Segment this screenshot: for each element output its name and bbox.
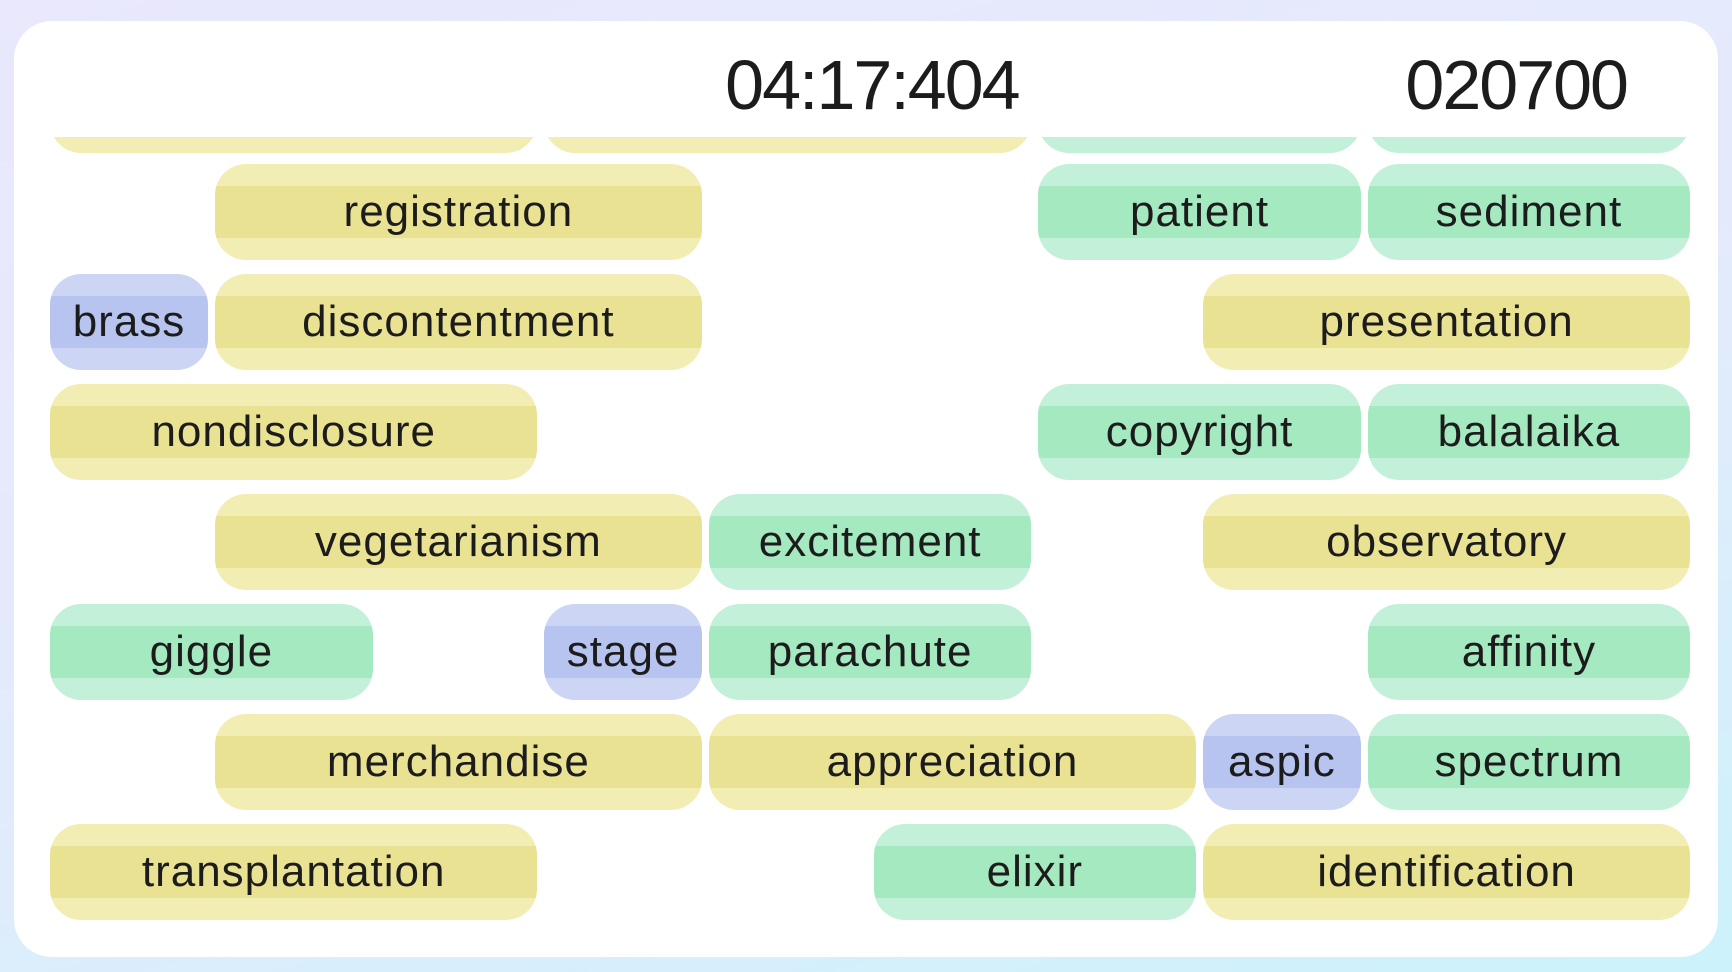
word-pill[interactable]	[1038, 137, 1361, 153]
word-pill-brass[interactable]: brass	[50, 274, 208, 370]
word-pill-stage[interactable]: stage	[544, 604, 703, 700]
word-pill-balalaika[interactable]: balalaika	[1367, 384, 1691, 480]
word-pill-transplantation[interactable]: transplantation	[50, 824, 538, 920]
word-pill-affinity[interactable]: affinity	[1367, 604, 1691, 700]
word-pill-spectrum[interactable]: spectrum	[1367, 714, 1691, 810]
word-pill-discontentment[interactable]: discontentment	[214, 274, 703, 370]
word-pill-appreciation[interactable]: appreciation	[708, 714, 1197, 810]
word-pill-registration[interactable]: registration	[214, 164, 703, 260]
word-pill-identification[interactable]: identification	[1202, 824, 1691, 920]
word-row	[14, 137, 1718, 153]
word-pill[interactable]	[544, 137, 1032, 153]
word-pill-excitement[interactable]: excitement	[708, 494, 1032, 590]
word-pill[interactable]	[1367, 137, 1691, 153]
word-pill-giggle[interactable]: giggle	[50, 604, 373, 700]
word-pill-patient[interactable]: patient	[1038, 164, 1361, 260]
timer: 04:17:404	[725, 46, 1020, 124]
score: 020700	[1405, 46, 1629, 124]
word-pill-merchandise[interactable]: merchandise	[214, 714, 703, 810]
word-pill-observatory[interactable]: observatory	[1202, 494, 1691, 590]
word-pill-presentation[interactable]: presentation	[1202, 274, 1691, 370]
word-pill-elixir[interactable]: elixir	[873, 824, 1197, 920]
word-pill-parachute[interactable]: parachute	[708, 604, 1032, 700]
word-pill-aspic[interactable]: aspic	[1202, 714, 1361, 810]
word-pill-copyright[interactable]: copyright	[1038, 384, 1361, 480]
header: 04:17:404 020700	[14, 21, 1718, 137]
word-pill[interactable]	[50, 137, 538, 153]
word-pill-vegetarianism[interactable]: vegetarianism	[214, 494, 703, 590]
word-pill-nondisclosure[interactable]: nondisclosure	[50, 384, 538, 480]
word-pill-sediment[interactable]: sediment	[1367, 164, 1691, 260]
